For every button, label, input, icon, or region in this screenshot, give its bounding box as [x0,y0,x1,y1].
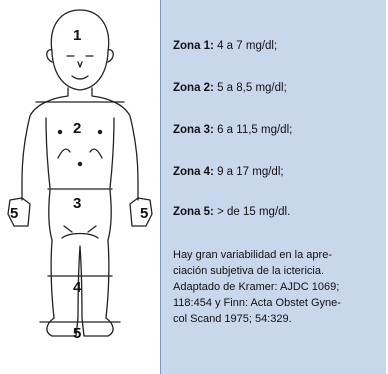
zone-name: Zona 1: [173,40,214,52]
zone-value: > de 15 mg/dl. [217,206,290,218]
zone-label-3: 3 [73,195,81,212]
zone-row-4: Zona 4: 9 a 17 mg/dl; [173,166,284,178]
zone-name: Zona 2: [173,82,214,94]
zone-label-5-feet: 5 [73,325,81,342]
zone-row-3: Zona 3: 6 a 11,5 mg/dl; [173,124,292,136]
zone-info-panel: Zona 1: 4 a 7 mg/dl; Zona 2: 5 a 8,5 mg/… [160,0,386,374]
zone-row-1: Zona 1: 4 a 7 mg/dl; [173,40,277,52]
zone-name: Zona 5: [173,206,214,218]
zone-name: Zona 3: [173,124,214,136]
zone-row-5: Zona 5: > de 15 mg/dl. [173,206,290,218]
note-line: col Scand 1975; 54:329. [173,311,379,327]
note-line: ciación subjetiva de la ictericia. [173,263,379,279]
zone-label-2: 2 [73,120,81,137]
note-line: Adaptado de Kramer: AJDC 1069; [173,279,379,295]
zone-value: 4 a 7 mg/dl; [217,40,277,52]
zone-label-4: 4 [73,279,82,296]
torso-outline [22,88,138,200]
zone-value: 5 a 8,5 mg/dl; [217,82,287,94]
zone-name: Zona 4: [173,166,214,178]
head-outline [51,10,108,90]
note-line: Hay gran variabilidad en la apre- [173,247,379,263]
infant-outline-drawing: 1 2 3 4 5 5 5 [0,0,160,374]
infant-body-diagram: 1 2 3 4 5 5 5 [0,0,160,374]
zone-label-1: 1 [73,27,81,44]
zone-value: 6 a 11,5 mg/dl; [217,124,292,136]
zone-row-2: Zona 2: 5 a 8,5 mg/dl; [173,82,287,94]
note-line: 118:454 y Finn: Acta Obstet Gyne- [173,295,379,311]
zone-label-5-right-hand: 5 [140,205,148,222]
source-note: Hay gran variabilidad en la apre- ciació… [173,247,379,327]
zone-value: 9 a 17 mg/dl; [217,166,283,178]
zone-label-5-left-hand: 5 [10,205,18,222]
